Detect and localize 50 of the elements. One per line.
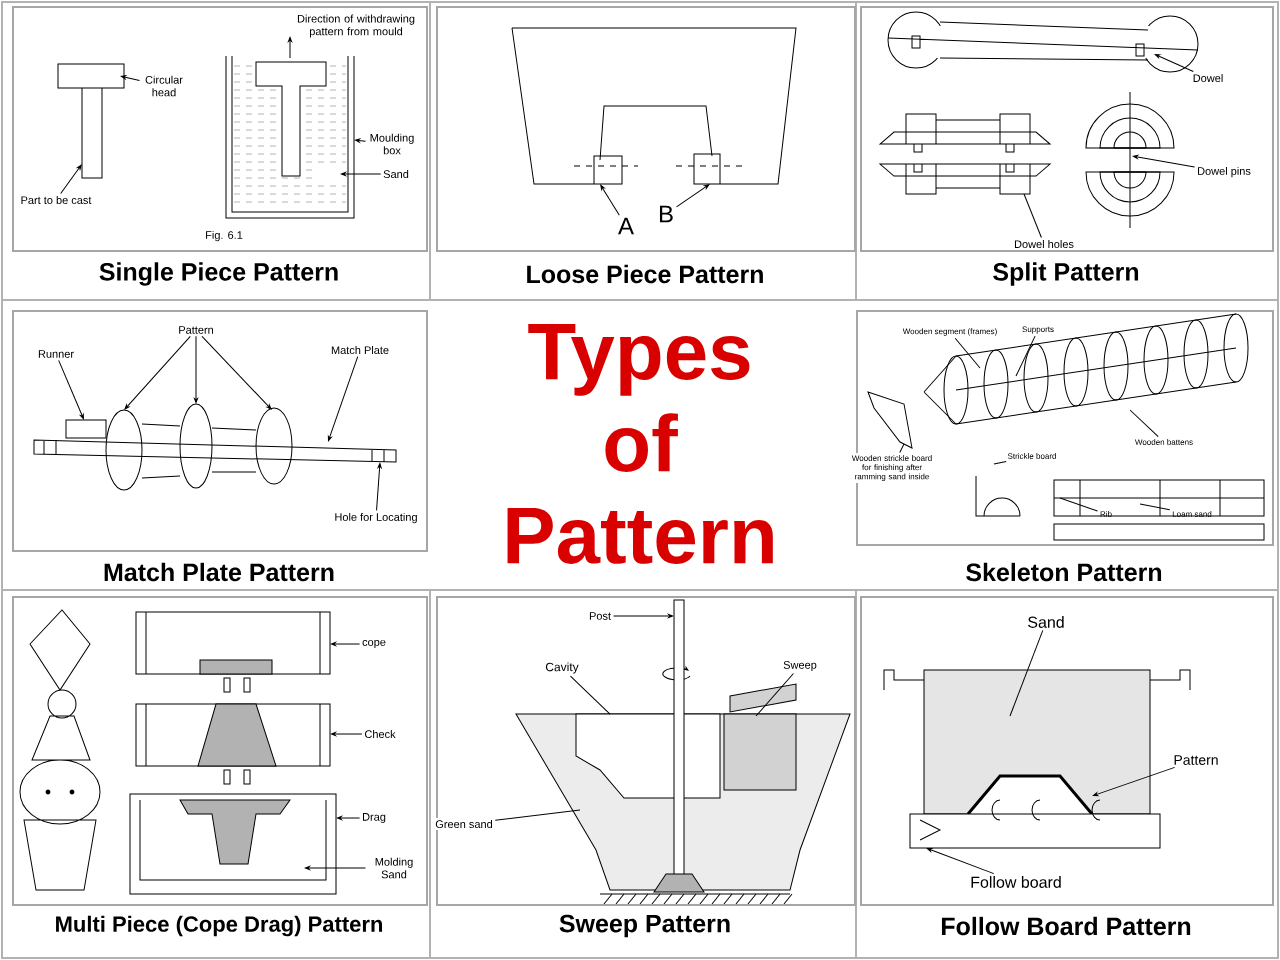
leader-line [993, 460, 1007, 465]
node-label: Split Pattern [993, 262, 1139, 286]
loose-piece-drawing [511, 27, 797, 185]
leader-line [1132, 154, 1196, 168]
leader-line [1059, 497, 1098, 512]
leader-line [376, 462, 382, 511]
leader-line [330, 732, 363, 736]
part-label: Sand [1025, 614, 1067, 630]
leader-line [1129, 409, 1159, 438]
part-label: Follow board [968, 874, 1064, 890]
node-label: Single Piece Pattern [99, 262, 338, 286]
leader-line [600, 184, 620, 216]
leader-line [1154, 54, 1194, 72]
leader-line [1009, 629, 1044, 717]
match-plate-drawing [33, 403, 397, 491]
leader-line [1015, 335, 1036, 377]
leader-line [1139, 503, 1171, 511]
leader-line [899, 443, 905, 454]
leader-line [613, 614, 674, 618]
node-label: Loose Piece Pattern [527, 264, 763, 284]
leader-line [676, 184, 710, 208]
leader-line [124, 335, 191, 410]
leader-line [120, 75, 140, 81]
leader-line [354, 138, 366, 143]
leader-line [327, 356, 359, 442]
node-label: Match Plate Pattern [104, 562, 334, 582]
leader-line [336, 816, 361, 820]
single-piece-drawing [57, 55, 355, 219]
leader-line [494, 809, 581, 821]
multi-piece-drawing [19, 609, 337, 895]
node-label: Multi Piece (Cope Drag) Pattern [56, 915, 383, 937]
part-label: A [616, 215, 636, 237]
sweep-drawing [515, 599, 851, 905]
leader-line [304, 866, 366, 870]
leader-line [1023, 193, 1042, 238]
part-label: B [656, 203, 676, 225]
title: Types of Pattern [507, 324, 773, 564]
node-label: Sweep Pattern [559, 914, 730, 938]
leader-line [926, 848, 995, 875]
leader-line [330, 642, 361, 646]
leader-line [60, 164, 82, 194]
leader-line [201, 335, 272, 410]
leader-line [569, 675, 611, 715]
leader-line [1092, 766, 1176, 797]
leader-line [58, 359, 84, 420]
leader-line [340, 172, 382, 176]
node-label: Follow Board Pattern [941, 916, 1191, 936]
leader-line [194, 335, 198, 404]
node-label: Skeleton Pattern [966, 562, 1162, 582]
leader-line [954, 337, 981, 369]
